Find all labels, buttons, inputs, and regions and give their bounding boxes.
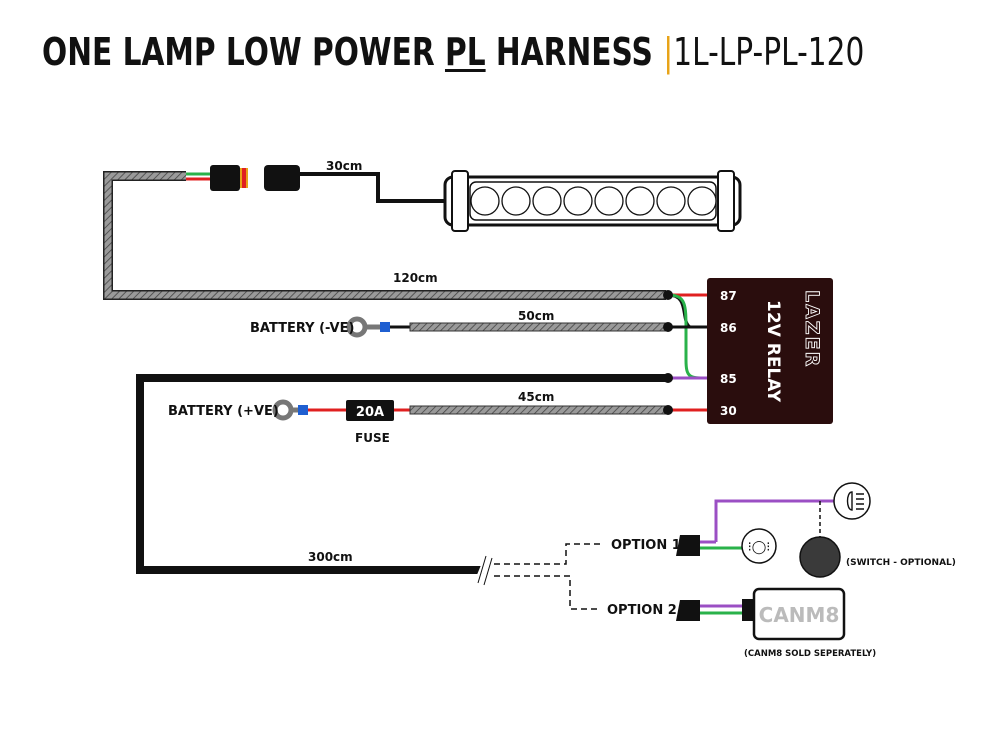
switch-lead-length: 300cm — [308, 550, 353, 564]
relay-pin-dots — [663, 290, 673, 415]
positive-lead-length: 45cm — [518, 390, 554, 404]
option-dashed-paths — [494, 543, 604, 610]
title-underlined: PL — [444, 30, 486, 74]
lamp-bar-icon — [443, 170, 742, 232]
negative-lead — [346, 316, 667, 338]
sidelight-icon: ⁝◯⁝ — [741, 528, 777, 564]
positive-lead — [272, 399, 667, 421]
title-code: 1L-LP-PL-120 — [673, 30, 865, 74]
relay-pin-30: 30 — [720, 404, 737, 418]
option1-label: OPTION 1 — [611, 538, 681, 553]
lamp-connector-wires — [186, 172, 212, 181]
fuse-label: FUSE — [355, 431, 390, 445]
title-part2: HARNESS — [485, 30, 664, 74]
relay-wires — [666, 293, 708, 412]
page-title: ONE LAMP LOW POWER PL HARNESS |1L-LP-PL-… — [42, 30, 864, 80]
title-part1: ONE LAMP LOW POWER — [42, 30, 445, 74]
battery-positive-label: BATTERY (+VE) — [168, 404, 279, 419]
canm8-label: CANM8 — [759, 603, 840, 627]
battery-negative-label: BATTERY (-VE) — [250, 321, 354, 336]
switch-optional-label: (SWITCH - OPTIONAL) — [846, 558, 956, 568]
title-separator: | — [663, 30, 674, 74]
option1-plug — [676, 499, 838, 556]
svg-text:⁝◯⁝: ⁝◯⁝ — [748, 540, 771, 555]
headlight-icon — [833, 482, 871, 520]
harness-connector-icon — [210, 165, 248, 191]
canm8-icon: CANM8 — [752, 587, 846, 641]
negative-lead-length: 50cm — [518, 309, 554, 323]
option2-label: OPTION 2 — [607, 603, 677, 618]
relay-pin-87: 87 — [720, 289, 737, 303]
fuse-value: 20A — [356, 405, 384, 420]
lamp-lead-length: 30cm — [326, 159, 362, 173]
relay-pin-85: 85 — [720, 372, 737, 386]
main-lead-length: 120cm — [393, 271, 438, 285]
relay-icon: 87 86 85 30 12V RELAY LAZER — [707, 278, 833, 424]
switch-icon — [799, 536, 841, 578]
relay-pin-86: 86 — [720, 321, 737, 335]
option2-plug — [676, 599, 756, 621]
lamp-connector-icon — [264, 165, 448, 203]
main-loom — [103, 171, 666, 300]
relay-name: 12V RELAY — [763, 300, 783, 403]
switch-lead — [136, 374, 666, 587]
canm8-note: (CANM8 SOLD SEPERATELY) — [744, 649, 876, 659]
relay-brand-logo: LAZER — [801, 290, 823, 368]
fuse-icon: 20A — [346, 400, 394, 421]
